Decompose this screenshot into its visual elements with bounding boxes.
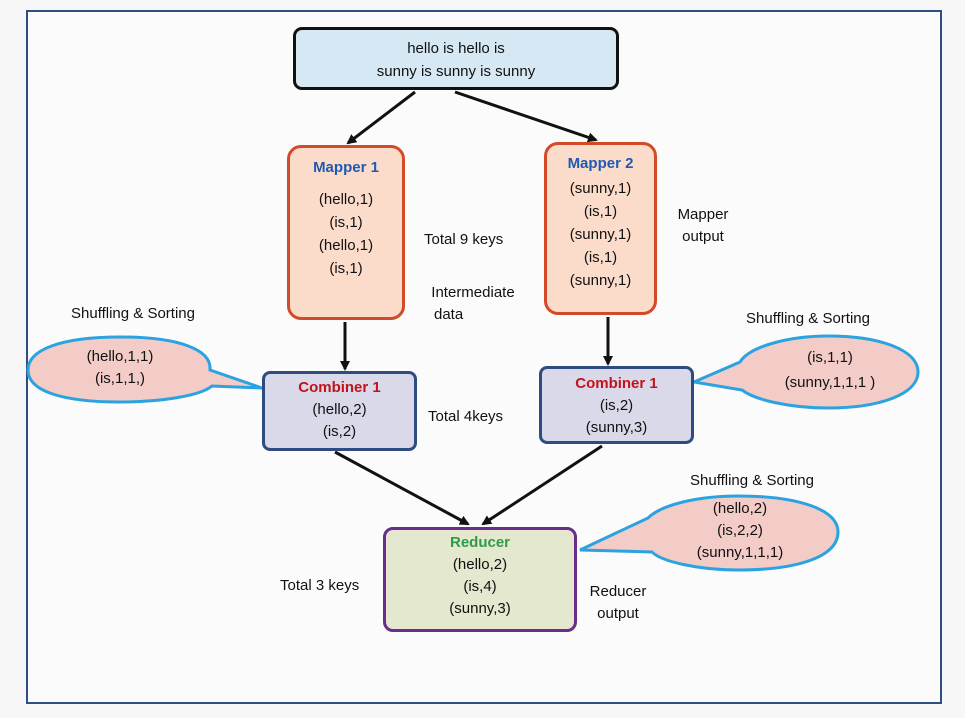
mapper-1-pair: (is,1): [329, 260, 363, 277]
combiner-left-title: Combiner 1: [298, 379, 381, 396]
mapper-1-pair: (hello,1): [318, 191, 374, 208]
mapper-2-pair: (sunny,1): [569, 272, 632, 289]
input-line-2: sunny is sunny is sunny: [376, 63, 536, 80]
mapper-2-pair: (sunny,1): [569, 180, 632, 197]
mapper-2-box: Mapper 2 (sunny,1) (is,1) (sunny,1) (is,…: [544, 142, 657, 315]
bubble-right-shape: [688, 334, 920, 410]
mapper-output-line: output: [682, 228, 724, 245]
bubble-reducer-line: (sunny,1,1,1): [696, 544, 784, 561]
bubble-reducer-line: (hello,2): [712, 500, 768, 517]
bubble-left-heading: Shuffling & Sorting: [71, 305, 195, 322]
combiner-right-pair: (is,2): [599, 397, 634, 414]
reducer-output-label: Reducer output: [582, 581, 654, 625]
bubble-left-line: (is,1,1,): [94, 370, 145, 387]
bubble-right-text: (is,1,1) (sunny,1,1,1 ): [760, 347, 900, 394]
bubble-reducer-text: (hello,2) (is,2,2) (sunny,1,1,1): [680, 498, 800, 564]
bubble-left-text: (hello,1,1) (is,1,1,): [60, 346, 180, 390]
reducer-output-line: Reducer: [589, 583, 647, 600]
reducer-output-line: output: [597, 605, 639, 622]
reducer-title: Reducer: [449, 534, 511, 551]
input-text-box: hello is hello is sunny is sunny is sunn…: [293, 27, 619, 90]
mapper-output-label: Mapper output: [668, 204, 738, 248]
mapper-2-pair: (sunny,1): [569, 226, 632, 243]
bubble-right-line: (is,1,1): [807, 349, 853, 366]
total-4-keys-label: Total 4keys: [428, 408, 504, 425]
combiner-left-box: Combiner 1 (hello,2) (is,2): [262, 371, 417, 451]
combiner-left-pair: (hello,2): [312, 401, 367, 418]
intermediate-data-label: Intermediate data: [418, 282, 528, 326]
bubble-reducer-line: (is,2,2): [717, 522, 763, 539]
bubble-reducer-shape: [579, 494, 840, 572]
combiner-right-pair: (sunny,3): [585, 419, 648, 436]
mapper-2-pair: (is,1): [583, 249, 618, 266]
arrow-combiner2-to-reducer: [481, 444, 603, 526]
mapper-2-title: Mapper 2: [567, 155, 634, 172]
mapper-1-pair: (is,1): [329, 214, 363, 231]
bubble-left-line: (hello,1,1): [86, 348, 154, 365]
intermediate-data-line: Intermediate: [431, 284, 515, 301]
combiner-left-pair: (is,2): [322, 423, 357, 440]
reducer-pair: (is,4): [463, 578, 497, 595]
mapper-output-line: Mapper: [677, 206, 729, 223]
arrow-input-to-mapper2: [454, 90, 598, 143]
input-line-1: hello is hello is: [407, 40, 505, 57]
mapper-1-box: Mapper 1 (hello,1) (is,1) (hello,1) (is,…: [287, 145, 405, 320]
reducer-box: Reducer (hello,2) (is,4) (sunny,3): [383, 527, 577, 632]
arrow-input-to-mapper1: [346, 90, 416, 145]
combiner-right-title: Combiner 1: [575, 375, 658, 392]
total-3-keys-label: Total 3 keys: [280, 577, 360, 594]
bubble-right-heading: Shuffling & Sorting: [746, 310, 870, 327]
reducer-pair: (hello,2): [452, 556, 508, 573]
bubble-left-shape: [26, 335, 263, 404]
mapper-1-title: Mapper 1: [313, 159, 379, 176]
intermediate-data-line: data: [434, 306, 464, 323]
bubble-right-line: (sunny,1,1,1 ): [784, 374, 876, 391]
arrow-combiner1-to-reducer: [334, 450, 470, 526]
total-9-keys-label: Total 9 keys: [424, 231, 504, 248]
mapper-1-pair: (hello,1): [318, 237, 374, 254]
mapper-2-pair: (is,1): [583, 203, 618, 220]
reducer-pair: (sunny,3): [449, 600, 511, 617]
combiner-right-box: Combiner 1 (is,2) (sunny,3): [539, 366, 694, 444]
bubble-reducer-heading: Shuffling & Sorting: [690, 472, 814, 489]
